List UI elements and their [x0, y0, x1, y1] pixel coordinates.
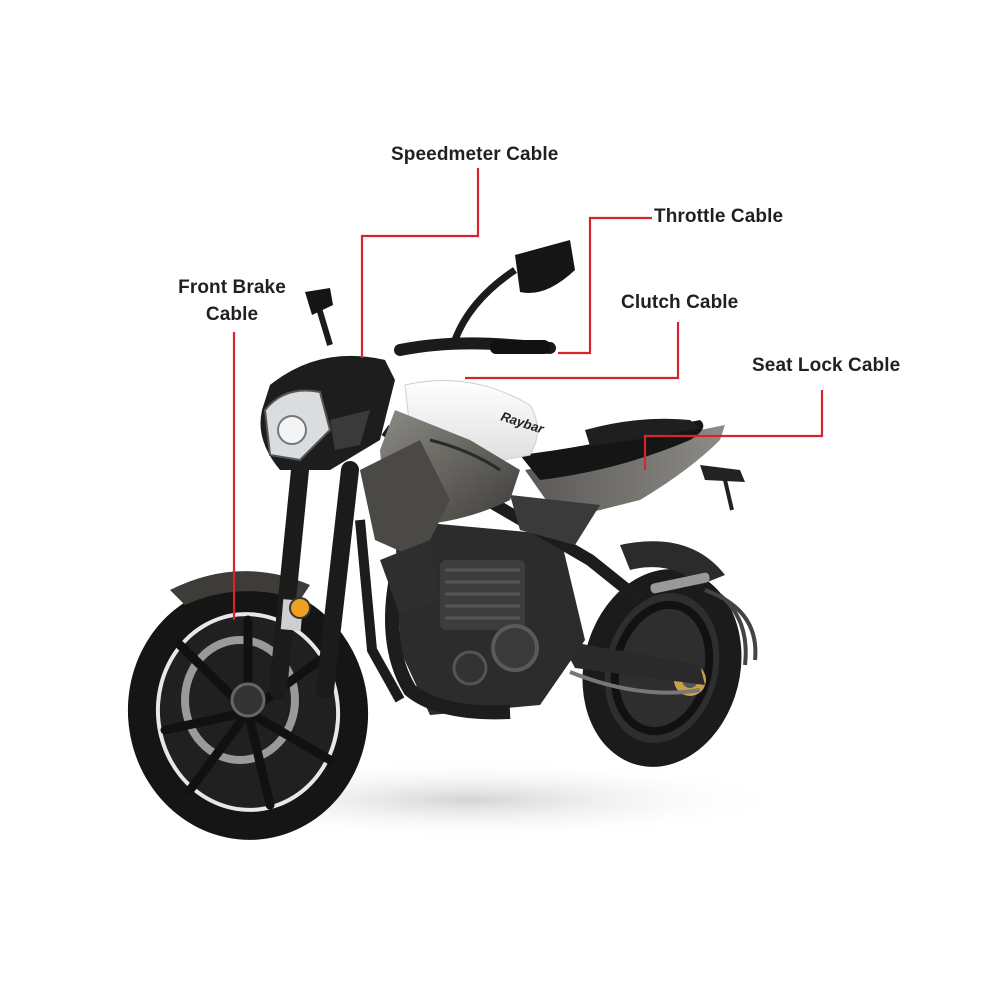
engine — [395, 520, 585, 715]
front-fender — [170, 571, 310, 605]
left-mirror-stalk — [315, 304, 333, 346]
fuel-tank: Raybar — [380, 380, 547, 525]
label-clutch-cable: Clutch Cable — [621, 292, 739, 313]
label-front-brake-line2: Cable — [205, 304, 259, 325]
label-speedometer-cable: Speedmeter Cable — [391, 144, 559, 165]
turn-indicator — [289, 597, 311, 619]
front-fork — [269, 461, 309, 699]
front-wheel — [127, 584, 369, 840]
leader-clutch — [465, 322, 680, 380]
headlamp-cowl — [260, 355, 395, 470]
saree-guard — [704, 588, 758, 666]
right-mirror — [515, 240, 575, 294]
leader-throttle — [558, 216, 652, 355]
right-mirror-stalk — [451, 267, 517, 342]
label-front-brake-line1: Front Brake — [178, 277, 286, 298]
tail-section — [525, 425, 725, 520]
leader-seat-lock — [643, 390, 824, 470]
chain — [569, 670, 701, 695]
label-seat-lock-cable: Seat Lock Cable — [752, 355, 901, 376]
label-throttle-cable: Throttle Cable — [654, 206, 784, 227]
swingarm — [560, 640, 705, 685]
leader-lines — [232, 168, 824, 620]
leader-speedometer — [360, 168, 480, 358]
left-mirror — [305, 288, 333, 315]
exhaust-header — [385, 558, 511, 720]
label-front-brake-cable: Front Brake Cable — [162, 274, 302, 328]
